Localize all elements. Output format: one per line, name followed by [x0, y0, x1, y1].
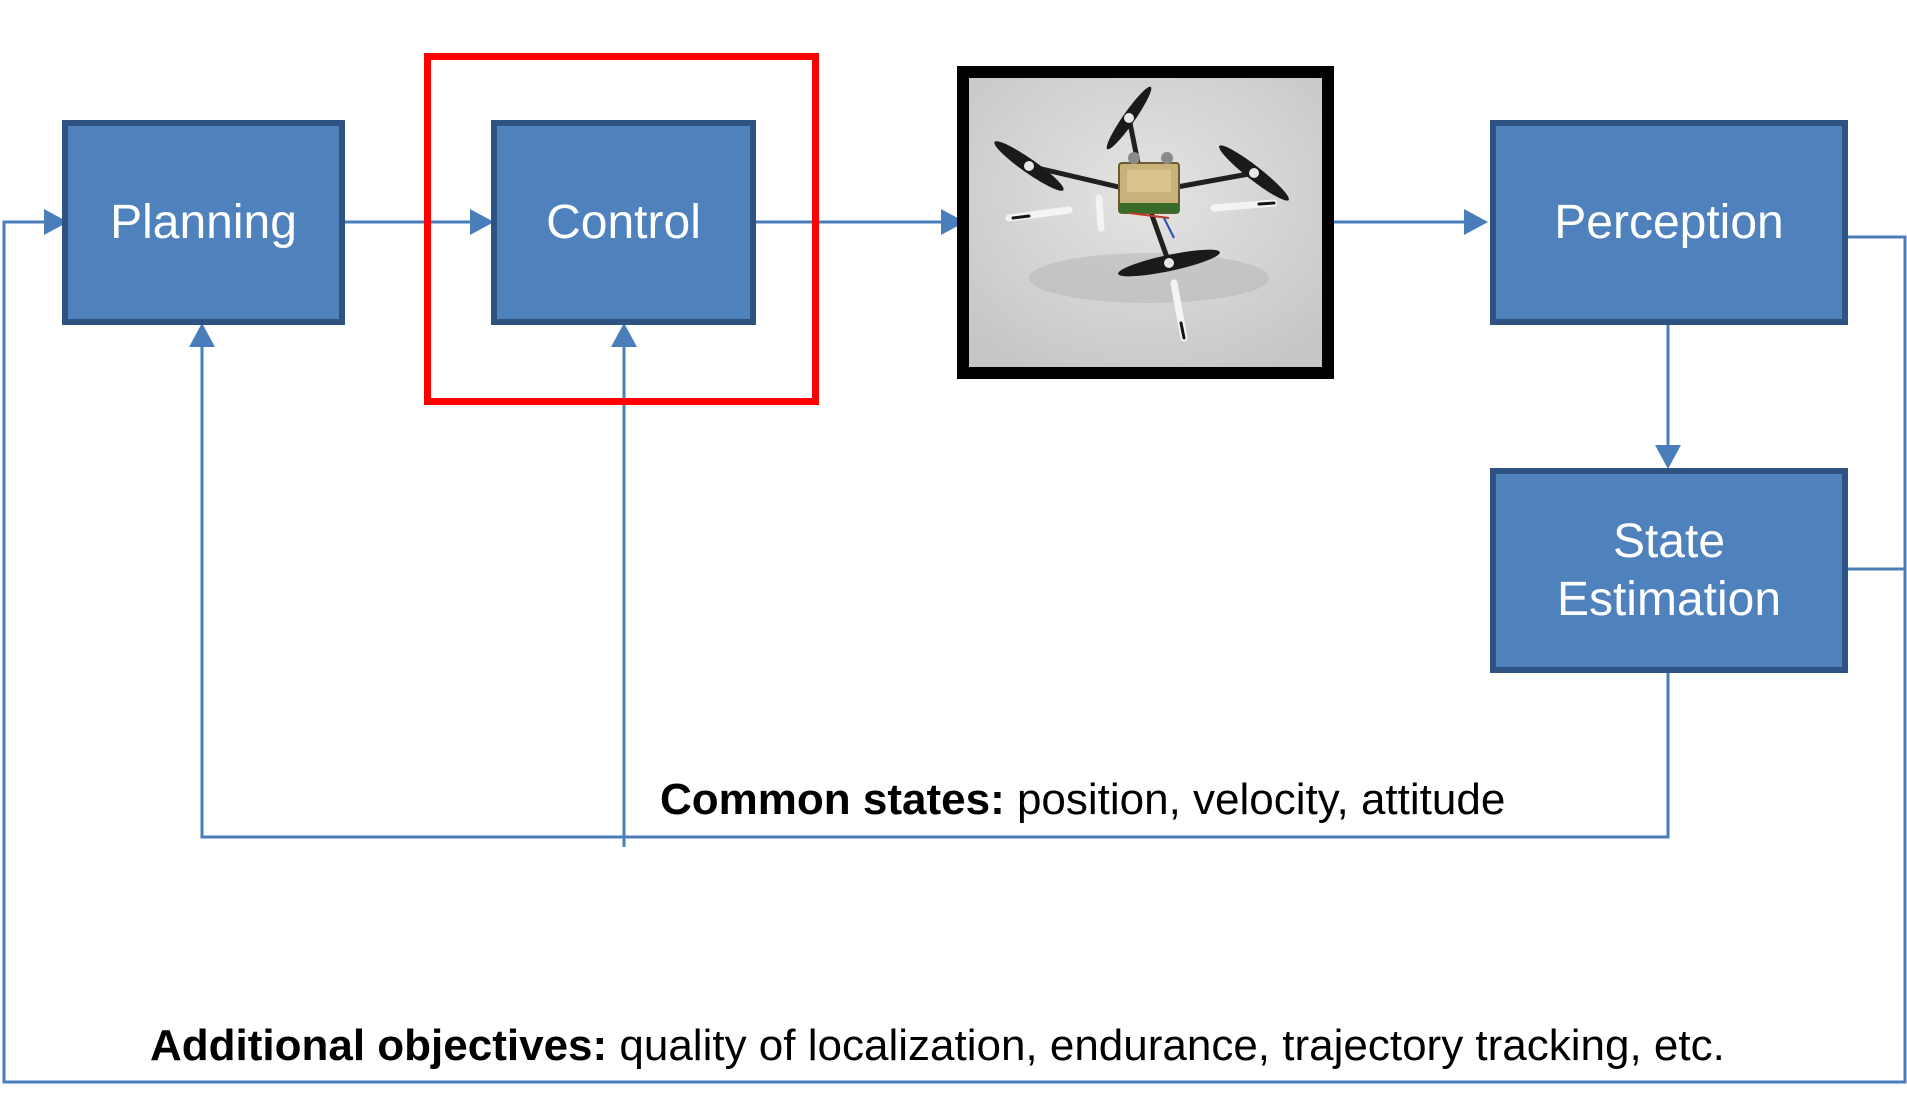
- additional-objectives-text: quality of localization, endurance, traj…: [607, 1021, 1725, 1070]
- drone-photo: [957, 66, 1334, 379]
- control-label: Control: [546, 195, 701, 249]
- state-estimation-label: State Estimation: [1556, 514, 1782, 626]
- common-states-caption: Common states: position, velocity, attit…: [660, 774, 1505, 826]
- common-states-text: position, velocity, attitude: [1004, 775, 1506, 824]
- planning-label: Planning: [110, 195, 297, 249]
- arrowhead-control-feedback: [611, 323, 637, 347]
- common-states-label: Common states:: [660, 775, 1005, 824]
- control-highlight-frame: [424, 53, 819, 405]
- quadrotor-drone-image: [969, 78, 1322, 367]
- arrowhead-plant-input: [941, 209, 965, 235]
- additional-objectives-label: Additional objectives:: [150, 1021, 608, 1070]
- perception-label: Perception: [1554, 195, 1784, 249]
- perception-outer-tap: [2, 220, 1907, 1084]
- arrowhead-planning-feedback: [189, 323, 215, 347]
- planning-block[interactable]: Planning: [62, 120, 345, 325]
- arrowhead-control-input: [470, 209, 494, 235]
- arrowhead-state-estimation-input: [1655, 445, 1681, 469]
- control-block[interactable]: Control: [491, 120, 756, 325]
- perception-block[interactable]: Perception: [1490, 120, 1848, 325]
- common-states-feedback-line: [200, 333, 1670, 839]
- state-estimation-block[interactable]: State Estimation: [1490, 468, 1848, 673]
- arrowhead-planning-outer-input: [44, 209, 68, 235]
- additional-objectives-caption: Additional objectives: quality of locali…: [150, 1020, 1725, 1072]
- arrowhead-perception-input: [1464, 209, 1488, 235]
